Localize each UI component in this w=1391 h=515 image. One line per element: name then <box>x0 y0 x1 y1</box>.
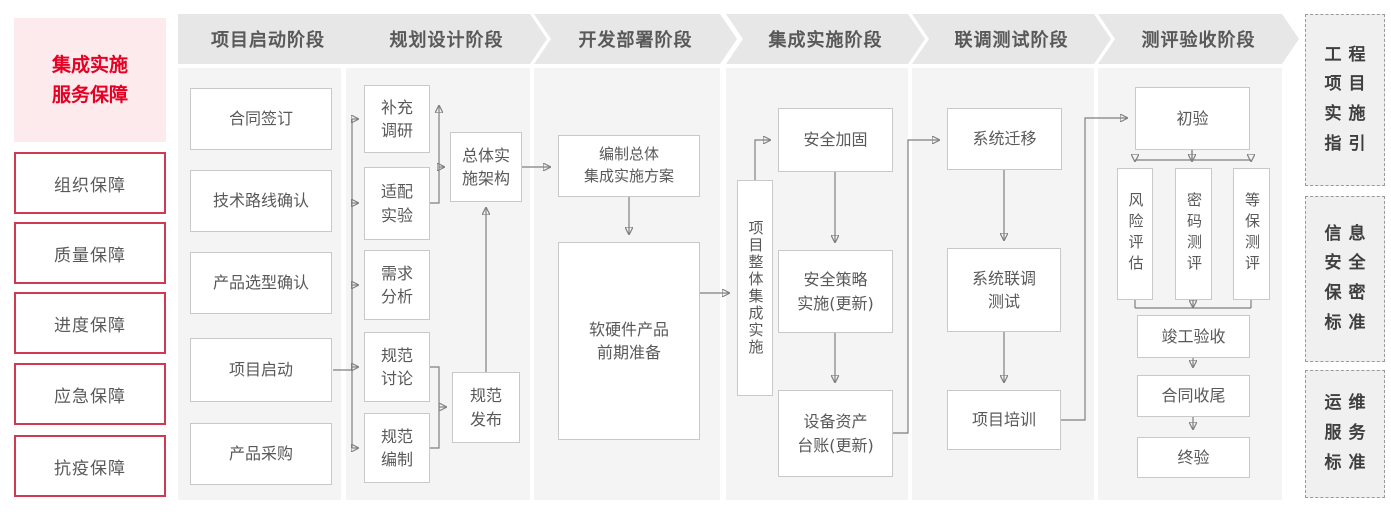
sidebar-item-quality-guarantee: 质量保障 <box>14 222 166 284</box>
standard-information-security: 信息 安全 保密 标准 <box>1305 196 1385 362</box>
node-security-policy-impl: 安全策略 实施(更新) <box>778 250 893 333</box>
node-system-migration: 系统迁移 <box>947 108 1062 170</box>
node-product-procurement: 产品采购 <box>190 423 332 485</box>
node-contract-closure: 合同收尾 <box>1137 375 1250 417</box>
node-hw-sw-preparation: 软硬件产品 前期准备 <box>558 242 700 440</box>
sidebar-item-emergency-guarantee: 应急保障 <box>14 363 166 425</box>
node-completion-acceptance: 竣工验收 <box>1137 315 1250 358</box>
node-requirement-analysis: 需求 分析 <box>364 250 430 320</box>
node-project-kickoff: 项目启动 <box>190 338 332 402</box>
standard-om-service: 运维 服务 标准 <box>1305 370 1385 498</box>
phase-header-dev-deployment: 开发部署阶段 <box>534 14 737 64</box>
node-classified-protection-eval: 等保测评 <box>1233 168 1270 300</box>
phase-header-integration-impl: 集成实施阶段 <box>726 14 925 64</box>
node-spec-release: 规范 发布 <box>452 372 520 443</box>
node-project-training: 项目培训 <box>947 390 1061 450</box>
node-contract-signing: 合同签订 <box>190 88 332 150</box>
node-overall-integration-plan: 编制总体 集成实施方案 <box>558 135 700 197</box>
node-final-acceptance: 终验 <box>1137 437 1250 478</box>
sidebar-item-organization-guarantee: 组织保障 <box>14 152 166 214</box>
phase-header-project-kickoff: 项目启动阶段 <box>178 14 372 64</box>
phase-header-planning-design: 规划设计阶段 <box>346 14 547 64</box>
node-security-hardening: 安全加固 <box>778 108 893 172</box>
node-overall-project-integration: 项目整体集成实施 <box>737 180 773 396</box>
node-product-selection-confirm: 产品选型确认 <box>190 252 332 314</box>
node-spec-discussion: 规范 讨论 <box>364 332 430 402</box>
node-spec-drafting: 规范 编制 <box>364 413 430 483</box>
node-joint-debugging-test: 系统联调 测试 <box>947 248 1061 332</box>
sidebar-item-epidemic-guarantee: 抗疫保障 <box>14 435 166 497</box>
node-asset-ledger-update: 设备资产 台账(更新) <box>778 390 893 477</box>
sidebar-item-schedule-guarantee: 进度保障 <box>14 292 166 354</box>
node-tech-route-confirm: 技术路线确认 <box>190 170 332 232</box>
node-overall-impl-architecture: 总体实 施架构 <box>450 132 522 202</box>
phase-header-eval-acceptance: 测评验收阶段 <box>1098 14 1299 64</box>
banner-integration-service-guarantee: 集成实施 服务保障 <box>14 18 166 142</box>
node-adaptation-test: 适配 实验 <box>364 167 430 240</box>
phase-header-joint-debug-test: 联调测试阶段 <box>912 14 1111 64</box>
node-crypto-evaluation: 密码测评 <box>1175 168 1212 300</box>
standard-project-implementation-guide: 工程 项目 实施 指引 <box>1305 14 1385 186</box>
node-risk-assessment: 风险评估 <box>1117 168 1153 300</box>
node-supplementary-research: 补充 调研 <box>364 85 430 153</box>
node-preliminary-acceptance: 初验 <box>1135 87 1250 150</box>
